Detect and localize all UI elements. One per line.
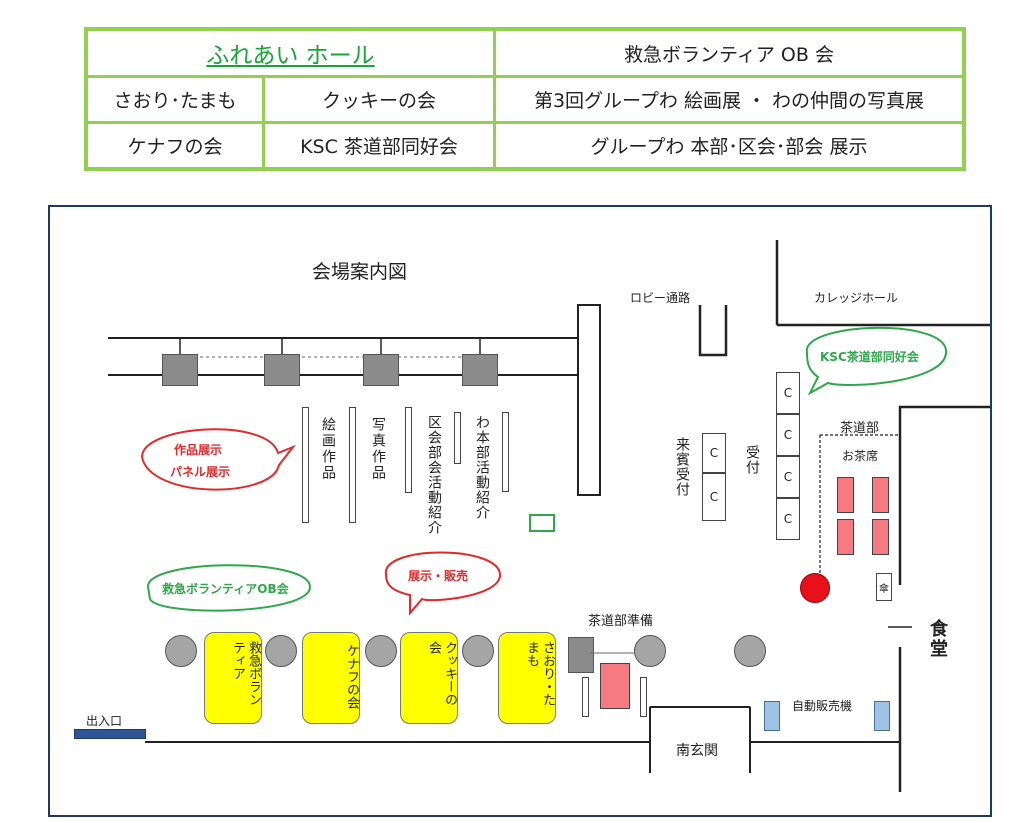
panel-stand bbox=[349, 407, 356, 523]
prep-stand bbox=[582, 677, 589, 717]
reception-table: C bbox=[776, 456, 800, 498]
booth-kenaf-label: ケナフの会 bbox=[344, 643, 359, 709]
lobby-label: ロビー通路 bbox=[630, 291, 691, 305]
tea-mat bbox=[872, 477, 889, 513]
table-cell: 救急ボランティア OB 会 bbox=[624, 43, 834, 66]
pillar-box bbox=[264, 354, 300, 386]
college-hall-label: カレッジホール bbox=[814, 291, 899, 305]
district-label: 区会部会活動紹介 bbox=[426, 415, 442, 535]
booth-cookie: クッキーの会 bbox=[400, 632, 458, 724]
map-lines bbox=[108, 240, 990, 792]
prep-mat bbox=[600, 663, 630, 709]
round-table bbox=[734, 635, 766, 667]
reception-table: C bbox=[702, 433, 726, 473]
bubble-works-1: 作品展示 bbox=[174, 443, 223, 457]
reception-table: C bbox=[776, 372, 800, 414]
umbrella-stand: 傘 bbox=[876, 573, 892, 601]
round-table bbox=[365, 635, 397, 667]
round-table bbox=[265, 635, 297, 667]
south-entrance-label: 南玄関 bbox=[676, 743, 718, 759]
tea-seat-label: お茶席 bbox=[842, 449, 879, 463]
hall-title[interactable]: ふれあい ホール bbox=[206, 43, 375, 69]
reception-table: C bbox=[702, 473, 726, 521]
hq-label: わ本部活動紹介 bbox=[474, 415, 490, 520]
booth-ob: 救急ボランティア bbox=[204, 632, 262, 724]
vending-machine bbox=[764, 701, 780, 731]
table-divider bbox=[262, 77, 265, 167]
venue-map: 会場案内図 ロビー通路 カレッジホール 絵画作品 写真作品 区会部会活動紹介 わ… bbox=[48, 205, 992, 817]
reception-table: C bbox=[776, 498, 800, 540]
bubble-ksc: KSC茶道部同好会 bbox=[820, 350, 919, 364]
table-divider bbox=[88, 75, 962, 78]
vending-machine bbox=[874, 701, 890, 731]
bubble-sale: 展示・販売 bbox=[408, 569, 469, 583]
table-divider bbox=[493, 31, 496, 167]
booth-saori: さおり・たまも bbox=[498, 632, 556, 724]
panel-stand bbox=[302, 407, 309, 523]
round-table bbox=[165, 635, 197, 667]
table-cell: クッキーの会 bbox=[321, 90, 436, 112]
panel-stand bbox=[405, 407, 412, 493]
hall-title-cell: ふれあい ホール bbox=[88, 31, 493, 75]
booth-ob-label: 救急ボランティア bbox=[230, 641, 261, 706]
tea-mat bbox=[872, 519, 889, 555]
table-cell: グループわ 本部･区会･部会 展示 bbox=[590, 136, 868, 158]
panel-stand bbox=[454, 412, 461, 464]
booth-saori-label: さおり・たまも bbox=[524, 641, 555, 706]
prep-box bbox=[568, 637, 594, 673]
vending-label: 自動販売機 bbox=[792, 699, 853, 713]
map-title: 会場案内図 bbox=[312, 261, 408, 283]
red-marker bbox=[800, 573, 830, 603]
booth-kenaf: ケナフの会 bbox=[302, 632, 360, 724]
exit-label: 出入口 bbox=[86, 714, 123, 728]
pillar-box bbox=[363, 354, 399, 386]
exit-marker[interactable] bbox=[74, 729, 146, 739]
round-table bbox=[634, 635, 666, 667]
prep-stand bbox=[640, 677, 647, 717]
tea-mat bbox=[837, 477, 854, 513]
table-cell: KSC 茶道部同好会 bbox=[300, 136, 458, 158]
booth-cookie-label: クッキーの会 bbox=[426, 641, 457, 706]
tea-mat bbox=[837, 519, 854, 555]
reception-label: 受付 bbox=[744, 445, 760, 475]
guest-reception-label: 来賓受付 bbox=[674, 437, 690, 497]
bubble-works-2: パネル展示 bbox=[170, 465, 231, 479]
round-table bbox=[462, 635, 494, 667]
painting-label: 絵画作品 bbox=[320, 417, 336, 481]
pillar-box bbox=[162, 354, 198, 386]
dining-label: 食堂 bbox=[927, 619, 948, 659]
sado-club-label: 茶道部 bbox=[840, 421, 880, 436]
reception-table: C bbox=[776, 414, 800, 456]
bubble-ob: 救急ボランティアOB会 bbox=[162, 582, 289, 596]
table-cell: 第3回グループわ 絵画展 ・ わの仲間の写真展 bbox=[533, 90, 925, 112]
sado-prep-label: 茶道部準備 bbox=[588, 614, 654, 629]
table-divider bbox=[88, 121, 962, 124]
pillar-box bbox=[462, 354, 498, 386]
panel-stand bbox=[502, 412, 509, 492]
table-cell: ケナフの会 bbox=[127, 136, 223, 158]
exhibitor-table: ふれあい ホール 救急ボランティア OB 会 さおり･たまも クッキーの会 第3… bbox=[84, 27, 966, 171]
photo-label: 写真作品 bbox=[370, 417, 386, 481]
table-cell: さおり･たまも bbox=[113, 90, 237, 112]
